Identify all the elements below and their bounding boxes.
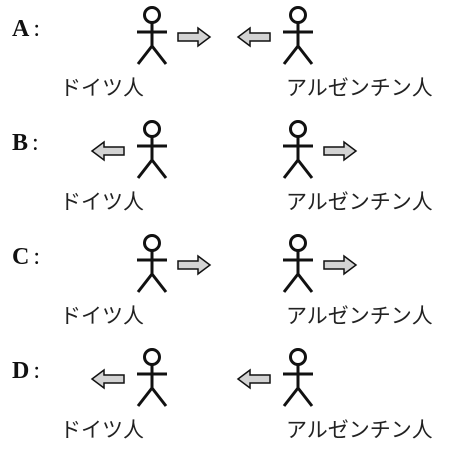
arrow-left-icon: [91, 141, 125, 161]
option-letter: A: [12, 16, 30, 42]
label-argentina: アルゼンチン人: [286, 304, 433, 328]
option-letter: C: [12, 244, 30, 270]
label-germany: ドイツ人: [60, 304, 144, 328]
option-letter: B: [12, 130, 29, 156]
label-germany: ドイツ人: [60, 76, 144, 100]
stick-figure-icon: [281, 6, 315, 66]
option-colon: :: [33, 358, 41, 384]
option-colon: :: [33, 244, 41, 270]
option-row-d: D: ドイツ人 アルゼンチン人: [0, 348, 473, 448]
stick-figure-icon: [281, 234, 315, 294]
option-colon: :: [33, 16, 41, 42]
option-label-c: C:: [12, 244, 40, 271]
stick-figure-icon: [135, 120, 169, 180]
label-germany: ドイツ人: [60, 190, 144, 214]
option-row-b: B: ドイツ人 アルゼンチン人: [0, 120, 473, 220]
stick-figure-icon: [281, 348, 315, 408]
label-argentina: アルゼンチン人: [286, 190, 433, 214]
stick-figure-icon: [281, 120, 315, 180]
arrow-left-icon: [237, 27, 271, 47]
stick-figure-icon: [135, 348, 169, 408]
option-colon: :: [32, 130, 39, 156]
option-label-d: D:: [12, 358, 40, 385]
label-argentina: アルゼンチン人: [286, 418, 433, 442]
stick-figure-icon: [135, 234, 169, 294]
stick-figure-icon: [135, 6, 169, 66]
option-letter: D: [12, 358, 30, 384]
arrow-right-icon: [177, 255, 211, 275]
label-argentina: アルゼンチン人: [286, 76, 433, 100]
arrow-right-icon: [323, 255, 357, 275]
arrow-right-icon: [177, 27, 211, 47]
option-label-a: A:: [12, 16, 40, 43]
option-row-c: C: ドイツ人 アルゼンチン人: [0, 234, 473, 334]
arrow-left-icon: [237, 369, 271, 389]
option-row-a: A: ドイツ人 アルゼンチン人: [0, 6, 473, 106]
arrow-left-icon: [91, 369, 125, 389]
arrow-right-icon: [323, 141, 357, 161]
label-germany: ドイツ人: [60, 418, 144, 442]
option-label-b: B:: [12, 130, 39, 157]
